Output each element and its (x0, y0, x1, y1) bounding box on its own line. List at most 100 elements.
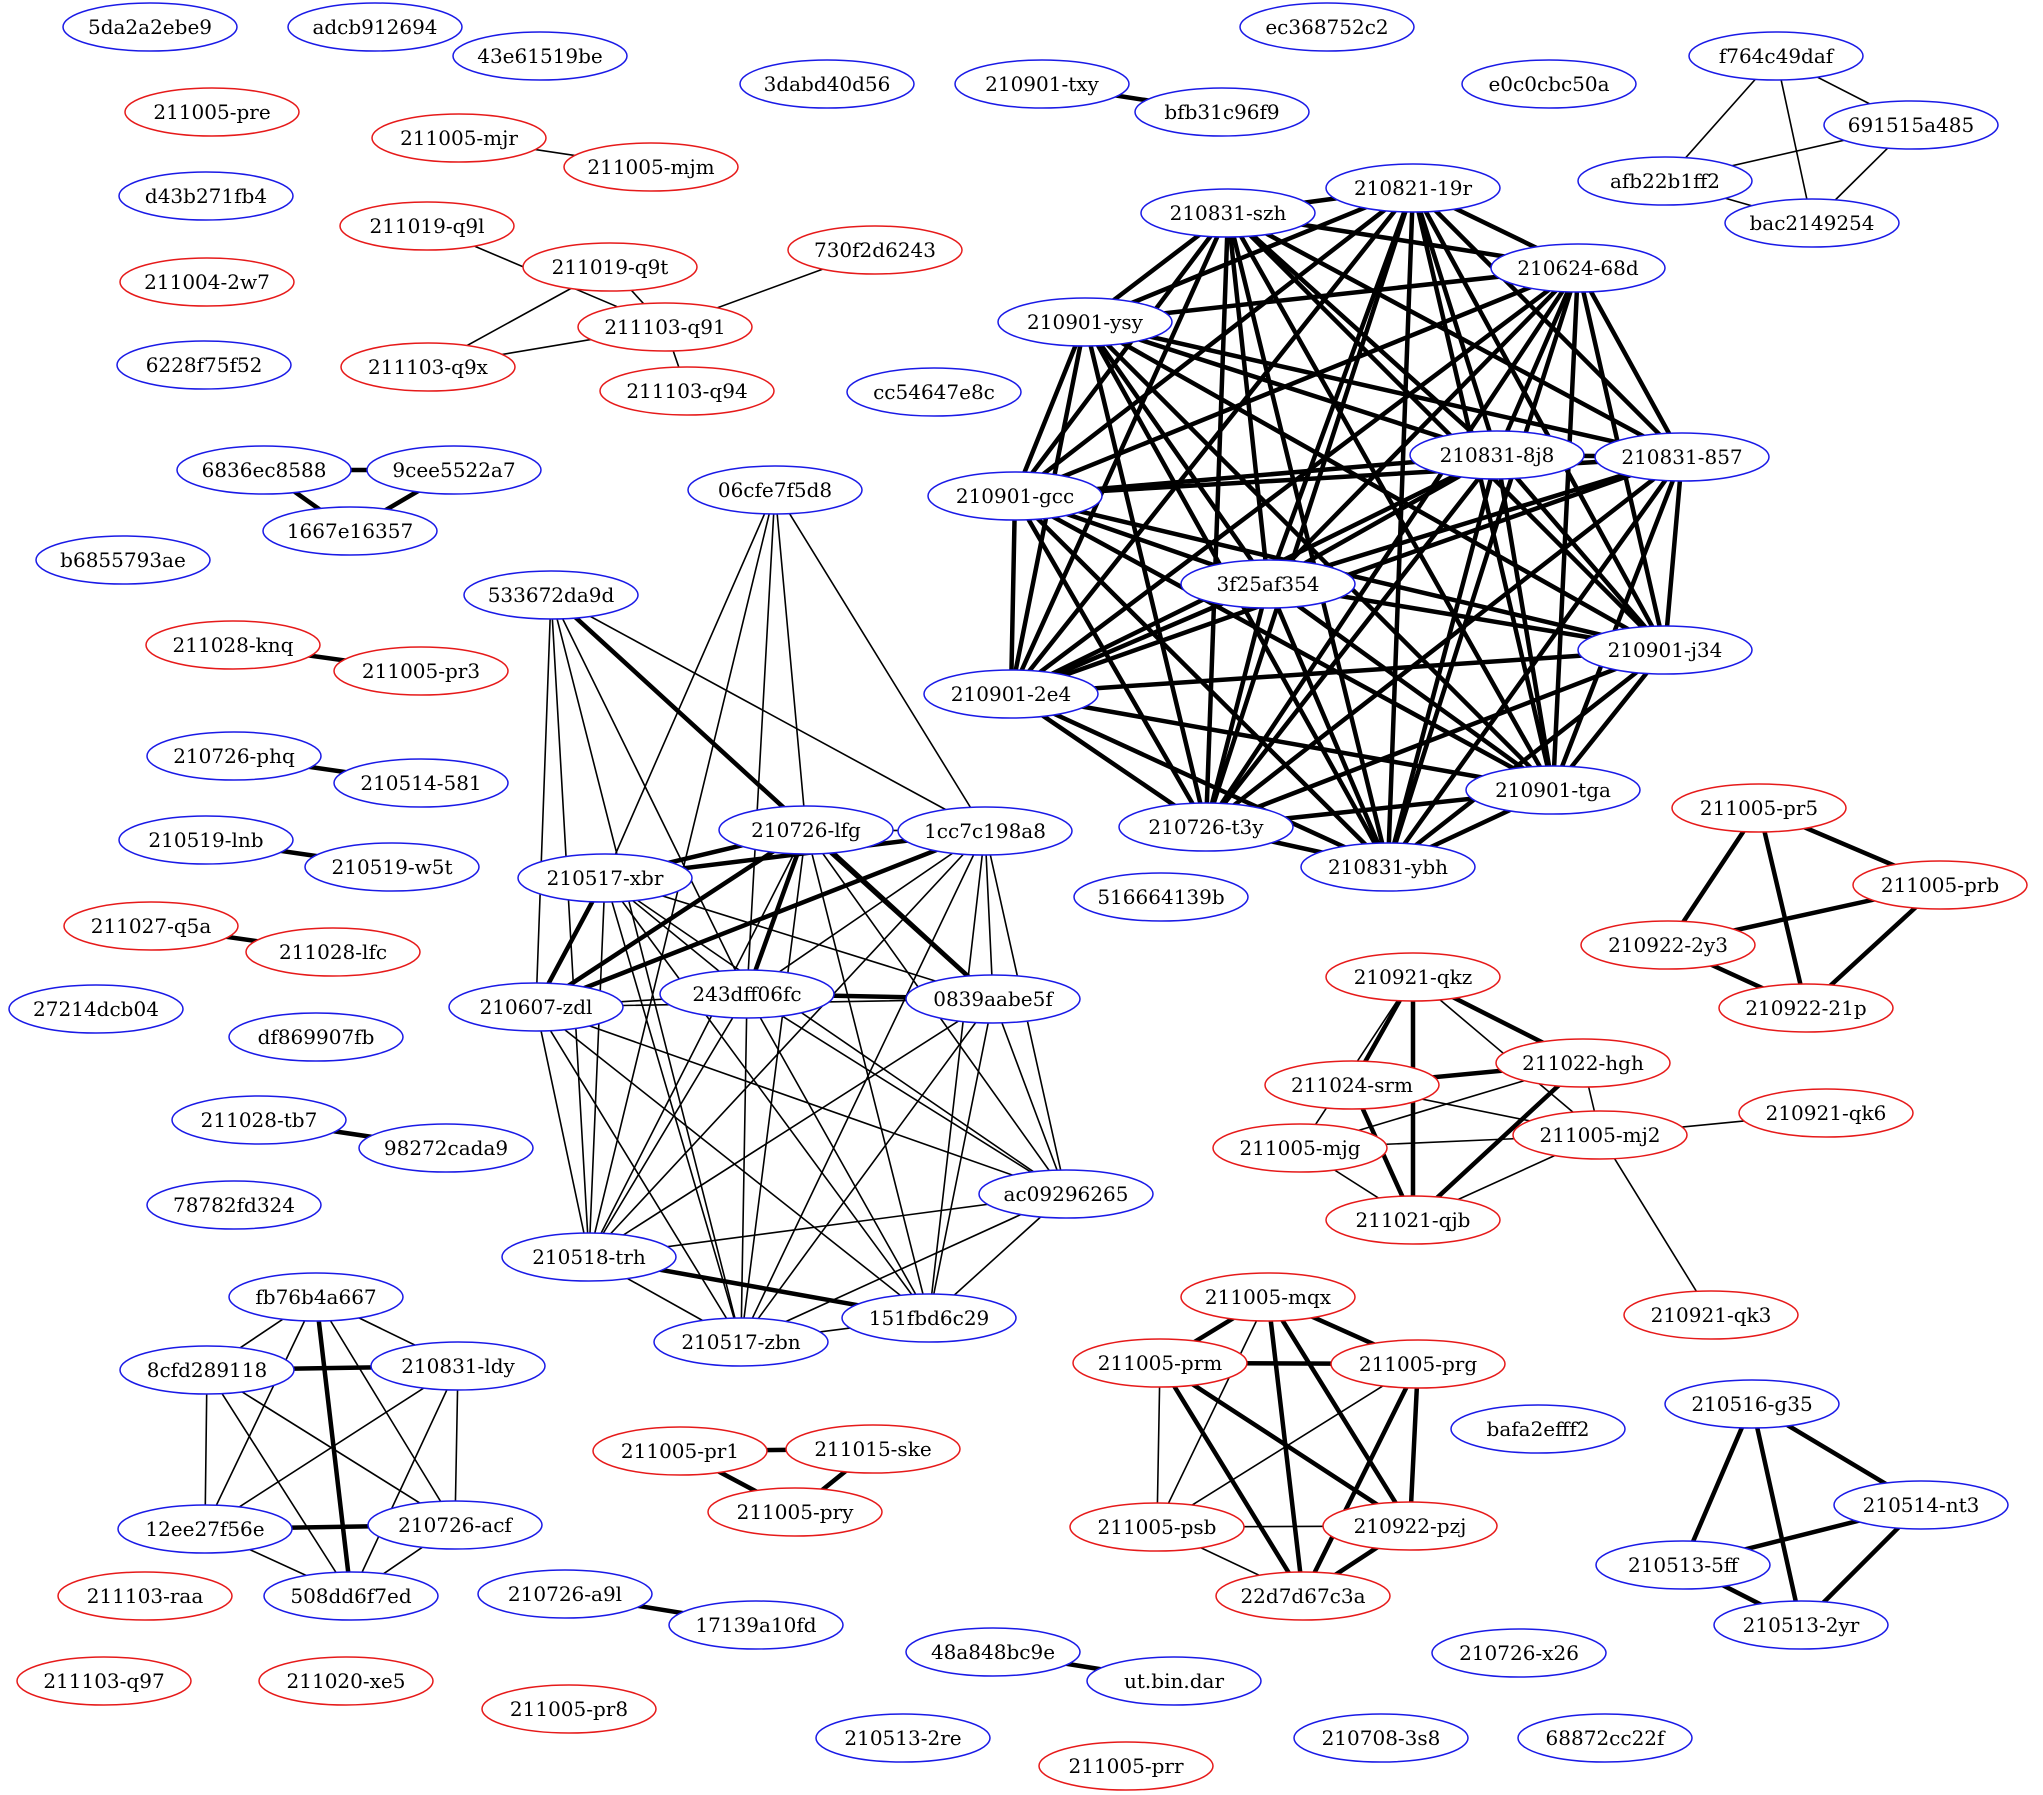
node-211103-q94[interactable]: 211103-q94 (599, 366, 775, 416)
node-211005-pr8[interactable]: 211005-pr8 (481, 1684, 657, 1734)
node-210921-qkz[interactable]: 210921-qkz (1325, 952, 1501, 1002)
node-210607-zdl[interactable]: 210607-zdl (448, 982, 624, 1032)
node-78782fd324[interactable]: 78782fd324 (146, 1180, 322, 1230)
node-b6855793ae[interactable]: b6855793ae (35, 535, 211, 585)
node-1cc7c198a8[interactable]: 1cc7c198a8 (897, 806, 1073, 856)
node-211005-prm[interactable]: 211005-prm (1072, 1338, 1248, 1388)
node-ec368752c2[interactable]: ec368752c2 (1239, 2, 1415, 52)
node-210921-qk3[interactable]: 210921-qk3 (1623, 1290, 1799, 1340)
node-211019-q9t[interactable]: 211019-q9t (522, 242, 698, 292)
node-243dff06fc[interactable]: 243dff06fc (659, 969, 835, 1019)
node-151fbd6c29[interactable]: 151fbd6c29 (841, 1293, 1017, 1343)
node-211005-pr5[interactable]: 211005-pr5 (1671, 783, 1847, 833)
node-06cfe7f5d8[interactable]: 06cfe7f5d8 (687, 465, 863, 515)
node-ac09296265[interactable]: ac09296265 (978, 1169, 1154, 1219)
node-bac2149254[interactable]: bac2149254 (1724, 198, 1900, 248)
node-1667e16357[interactable]: 1667e16357 (262, 506, 438, 556)
node-ut-bin-dar[interactable]: ut.bin.dar (1086, 1656, 1262, 1706)
node-bfb31c96f9[interactable]: bfb31c96f9 (1134, 87, 1310, 137)
node-210519-w5t[interactable]: 210519-w5t (304, 842, 480, 892)
node-afb22b1ff2[interactable]: afb22b1ff2 (1577, 156, 1753, 206)
node-210726-phq[interactable]: 210726-phq (146, 731, 322, 781)
node-210821-19r[interactable]: 210821-19r (1325, 163, 1501, 213)
node-211022-hgh[interactable]: 211022-hgh (1495, 1038, 1671, 1088)
node-508dd6f7ed[interactable]: 508dd6f7ed (263, 1571, 439, 1621)
node-cc54647e8c[interactable]: cc54647e8c (846, 367, 1022, 417)
node-211028-tb7[interactable]: 211028-tb7 (171, 1095, 347, 1145)
node-210513-2re[interactable]: 210513-2re (815, 1713, 991, 1763)
node-210517-xbr[interactable]: 210517-xbr (517, 853, 693, 903)
node-6836ec8588[interactable]: 6836ec8588 (176, 445, 352, 495)
node-211024-srm[interactable]: 211024-srm (1264, 1060, 1440, 1110)
node-17139a10fd[interactable]: 17139a10fd (668, 1600, 844, 1650)
node-98272cada9[interactable]: 98272cada9 (358, 1123, 534, 1173)
node-211005-prb[interactable]: 211005-prb (1852, 860, 2028, 910)
node-211005-psb[interactable]: 211005-psb (1069, 1502, 1245, 1552)
node-516664139b[interactable]: 516664139b (1073, 872, 1249, 922)
node-48a848bc9e[interactable]: 48a848bc9e (905, 1627, 1081, 1677)
node-210513-5ff[interactable]: 210513-5ff (1595, 1540, 1771, 1590)
node-730f2d6243[interactable]: 730f2d6243 (787, 225, 963, 275)
node-211103-q91[interactable]: 211103-q91 (577, 302, 753, 352)
node-f764c49daf[interactable]: f764c49daf (1688, 31, 1864, 81)
node-6228f75f52[interactable]: 6228f75f52 (116, 340, 292, 390)
node-bafa2efff2[interactable]: bafa2efff2 (1450, 1404, 1626, 1454)
node-210726-acf[interactable]: 210726-acf (367, 1500, 543, 1550)
node-210726-lfg[interactable]: 210726-lfg (718, 805, 894, 855)
node-210901-ysy[interactable]: 210901-ysy (997, 297, 1173, 347)
node-210708-3s8[interactable]: 210708-3s8 (1293, 1713, 1469, 1763)
node-210901-txy[interactable]: 210901-txy (954, 59, 1130, 109)
node-691515a485[interactable]: 691515a485 (1823, 100, 1999, 150)
node-211005-prr[interactable]: 211005-prr (1038, 1741, 1214, 1791)
node-210901-j34[interactable]: 210901-j34 (1577, 625, 1753, 675)
node-211005-mjg[interactable]: 211005-mjg (1212, 1123, 1388, 1173)
node-210517-zbn[interactable]: 210517-zbn (653, 1317, 829, 1367)
node-3dabd40d56[interactable]: 3dabd40d56 (739, 59, 915, 109)
node-210922-2y3[interactable]: 210922-2y3 (1580, 920, 1756, 970)
node-210514-581[interactable]: 210514-581 (333, 758, 509, 808)
node-211005-mqx[interactable]: 211005-mqx (1180, 1272, 1356, 1322)
node-210513-2yr[interactable]: 210513-2yr (1713, 1600, 1889, 1650)
node-fb76b4a667[interactable]: fb76b4a667 (228, 1272, 404, 1322)
node-210726-t3y[interactable]: 210726-t3y (1118, 802, 1294, 852)
node-211005-pry[interactable]: 211005-pry (707, 1487, 883, 1537)
node-211027-q5a[interactable]: 211027-q5a (63, 901, 239, 951)
node-211020-xe5[interactable]: 211020-xe5 (258, 1656, 434, 1706)
node-211005-prg[interactable]: 211005-prg (1330, 1339, 1506, 1389)
node-211005-pre[interactable]: 211005-pre (124, 87, 300, 137)
node-210901-2e4[interactable]: 210901-2e4 (923, 669, 1099, 719)
node-210901-gcc[interactable]: 210901-gcc (927, 471, 1103, 521)
node-211103-raa[interactable]: 211103-raa (57, 1571, 233, 1621)
node-211015-ske[interactable]: 211015-ske (785, 1424, 961, 1474)
node-210922-pzj[interactable]: 210922-pzj (1322, 1501, 1498, 1551)
node-27214dcb04[interactable]: 27214dcb04 (8, 984, 184, 1034)
node-43e61519be[interactable]: 43e61519be (452, 31, 628, 81)
node-211021-qjb[interactable]: 211021-qjb (1325, 1195, 1501, 1245)
node-210516-g35[interactable]: 210516-g35 (1664, 1379, 1840, 1429)
node-df869907fb[interactable]: df869907fb (228, 1012, 404, 1062)
node-210726-a9l[interactable]: 210726-a9l (477, 1569, 653, 1619)
node-9cee5522a7[interactable]: 9cee5522a7 (366, 445, 542, 495)
node-210519-lnb[interactable]: 210519-lnb (118, 815, 294, 865)
node-3f25af354[interactable]: 3f25af354 (1180, 559, 1356, 609)
node-8cfd289118[interactable]: 8cfd289118 (119, 1345, 295, 1395)
node-210922-21p[interactable]: 210922-21p (1718, 983, 1894, 1033)
node-210921-qk6[interactable]: 210921-qk6 (1738, 1088, 1914, 1138)
node-211005-pr1[interactable]: 211005-pr1 (592, 1426, 768, 1476)
node-211005-pr3[interactable]: 211005-pr3 (333, 646, 509, 696)
node-210831-ldy[interactable]: 210831-ldy (370, 1341, 546, 1391)
node-211028-knq[interactable]: 211028-knq (145, 620, 321, 670)
node-68872cc22f[interactable]: 68872cc22f (1517, 1713, 1693, 1763)
node-210726-x26[interactable]: 210726-x26 (1431, 1628, 1607, 1678)
node-210831-szh[interactable]: 210831-szh (1140, 188, 1316, 238)
node-210901-tga[interactable]: 210901-tga (1465, 765, 1641, 815)
node-211019-q9l[interactable]: 211019-q9l (339, 201, 515, 251)
node-210518-trh[interactable]: 210518-trh (501, 1232, 677, 1282)
node-211103-q9x[interactable]: 211103-q9x (340, 342, 516, 392)
node-d43b271fb4[interactable]: d43b271fb4 (118, 171, 294, 221)
node-22d7d67c3a[interactable]: 22d7d67c3a (1215, 1571, 1391, 1621)
node-210831-ybh[interactable]: 210831-ybh (1300, 842, 1476, 892)
node-211005-mjr[interactable]: 211005-mjr (371, 113, 547, 163)
node-0839aabe5f[interactable]: 0839aabe5f (905, 974, 1081, 1024)
node-adcb912694[interactable]: adcb912694 (287, 2, 463, 52)
